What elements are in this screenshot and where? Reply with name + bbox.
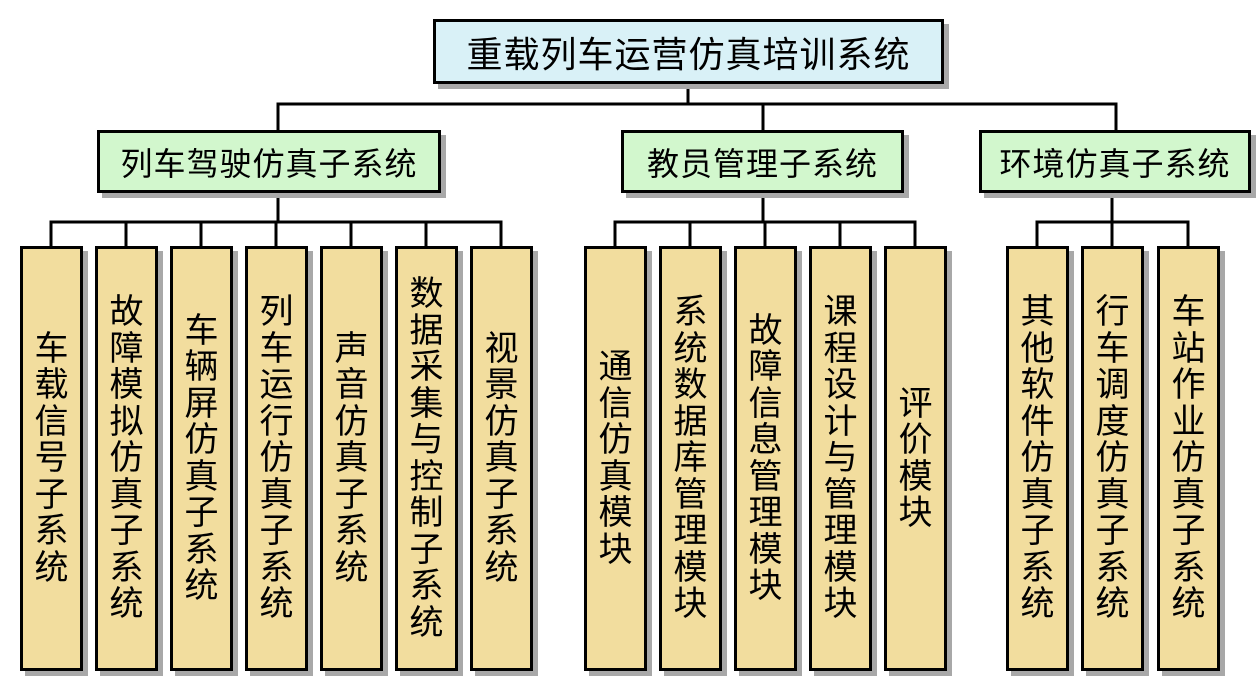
module-label: 故障模拟仿真子系统 — [109, 292, 144, 625]
module-label: 评价模块 — [898, 383, 933, 533]
module-label: 列车运行仿真子系统 — [259, 292, 294, 625]
module-label: 课程设计与管理模块 — [823, 292, 858, 625]
module-box: 车辆屏仿真子系统 — [170, 246, 233, 671]
module-label: 数据采集与控制子系统 — [409, 274, 444, 643]
module-box: 评价模块 — [884, 246, 947, 671]
module-label: 通信仿真模块 — [598, 347, 633, 570]
module-box: 其他软件仿真子系统 — [1006, 246, 1069, 671]
module-box: 车载信号子系统 — [20, 246, 83, 671]
subsystem-label-instructor: 教员管理子系统 — [646, 144, 878, 183]
module-label: 行车调度仿真子系统 — [1095, 292, 1130, 625]
module-box: 声音仿真子系统 — [320, 246, 383, 671]
subsystem-label-driving: 列车驾驶仿真子系统 — [120, 144, 418, 183]
module-box: 故障模拟仿真子系统 — [95, 246, 158, 671]
subsystem-label-environment: 环境仿真子系统 — [999, 144, 1231, 183]
module-box: 视景仿真子系统 — [470, 246, 533, 671]
module-box: 车站作业仿真子系统 — [1157, 246, 1220, 671]
module-label: 声音仿真子系统 — [334, 328, 369, 588]
module-box: 行车调度仿真子系统 — [1081, 246, 1144, 671]
module-label: 车站作业仿真子系统 — [1171, 292, 1206, 625]
module-label: 故障信息管理模块 — [748, 310, 783, 606]
subsystem-box-instructor: 教员管理子系统 — [621, 130, 904, 193]
module-label: 视景仿真子系统 — [484, 328, 519, 588]
module-box: 系统数据库管理模块 — [659, 246, 722, 671]
root-label: 重载列车运营仿真培训系统 — [466, 34, 911, 76]
module-box: 列车运行仿真子系统 — [245, 246, 308, 671]
subsystem-box-environment: 环境仿真子系统 — [979, 130, 1251, 193]
module-label: 系统数据库管理模块 — [673, 292, 708, 625]
module-box: 故障信息管理模块 — [734, 246, 797, 671]
root-box: 重载列车运营仿真培训系统 — [433, 19, 944, 84]
module-box: 数据采集与控制子系统 — [395, 246, 458, 671]
module-box: 课程设计与管理模块 — [809, 246, 872, 671]
module-label: 车载信号子系统 — [34, 328, 69, 588]
module-box: 通信仿真模块 — [584, 246, 647, 671]
module-label: 其他软件仿真子系统 — [1020, 292, 1055, 625]
subsystem-box-driving: 列车驾驶仿真子系统 — [97, 130, 441, 193]
module-label: 车辆屏仿真子系统 — [184, 310, 219, 606]
